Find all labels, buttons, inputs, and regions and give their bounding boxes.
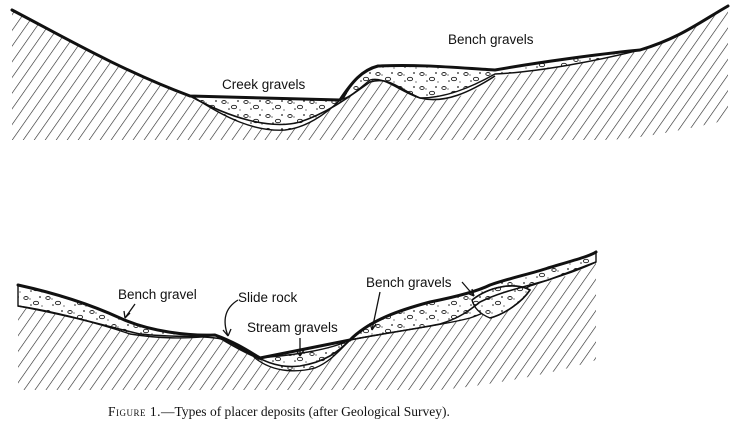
- bottom-bench-gravel-label: Bench gravel: [118, 287, 197, 302]
- figure-caption-text: —Types of placer deposits (after Geologi…: [160, 404, 450, 419]
- top-section: Creek gravels Bench gravels: [12, 6, 728, 140]
- bottom-slide-rock-label: Slide rock: [238, 290, 298, 305]
- bottom-stream-gravels-label: Stream gravels: [247, 320, 338, 335]
- top-creek-gravels-label: Creek gravels: [222, 77, 306, 92]
- bottom-bench-gravels-label: Bench gravels: [366, 275, 452, 290]
- bottom-section: Bench gravel Slide rock Stream gravels B…: [18, 252, 596, 390]
- figure-caption-lead: Figure 1.: [108, 404, 161, 419]
- bottom-slide-rock-arrow: [225, 300, 238, 336]
- top-bench-gravels-label: Bench gravels: [448, 32, 534, 47]
- figure-caption: Figure 1.—Types of placer deposits (afte…: [108, 404, 450, 419]
